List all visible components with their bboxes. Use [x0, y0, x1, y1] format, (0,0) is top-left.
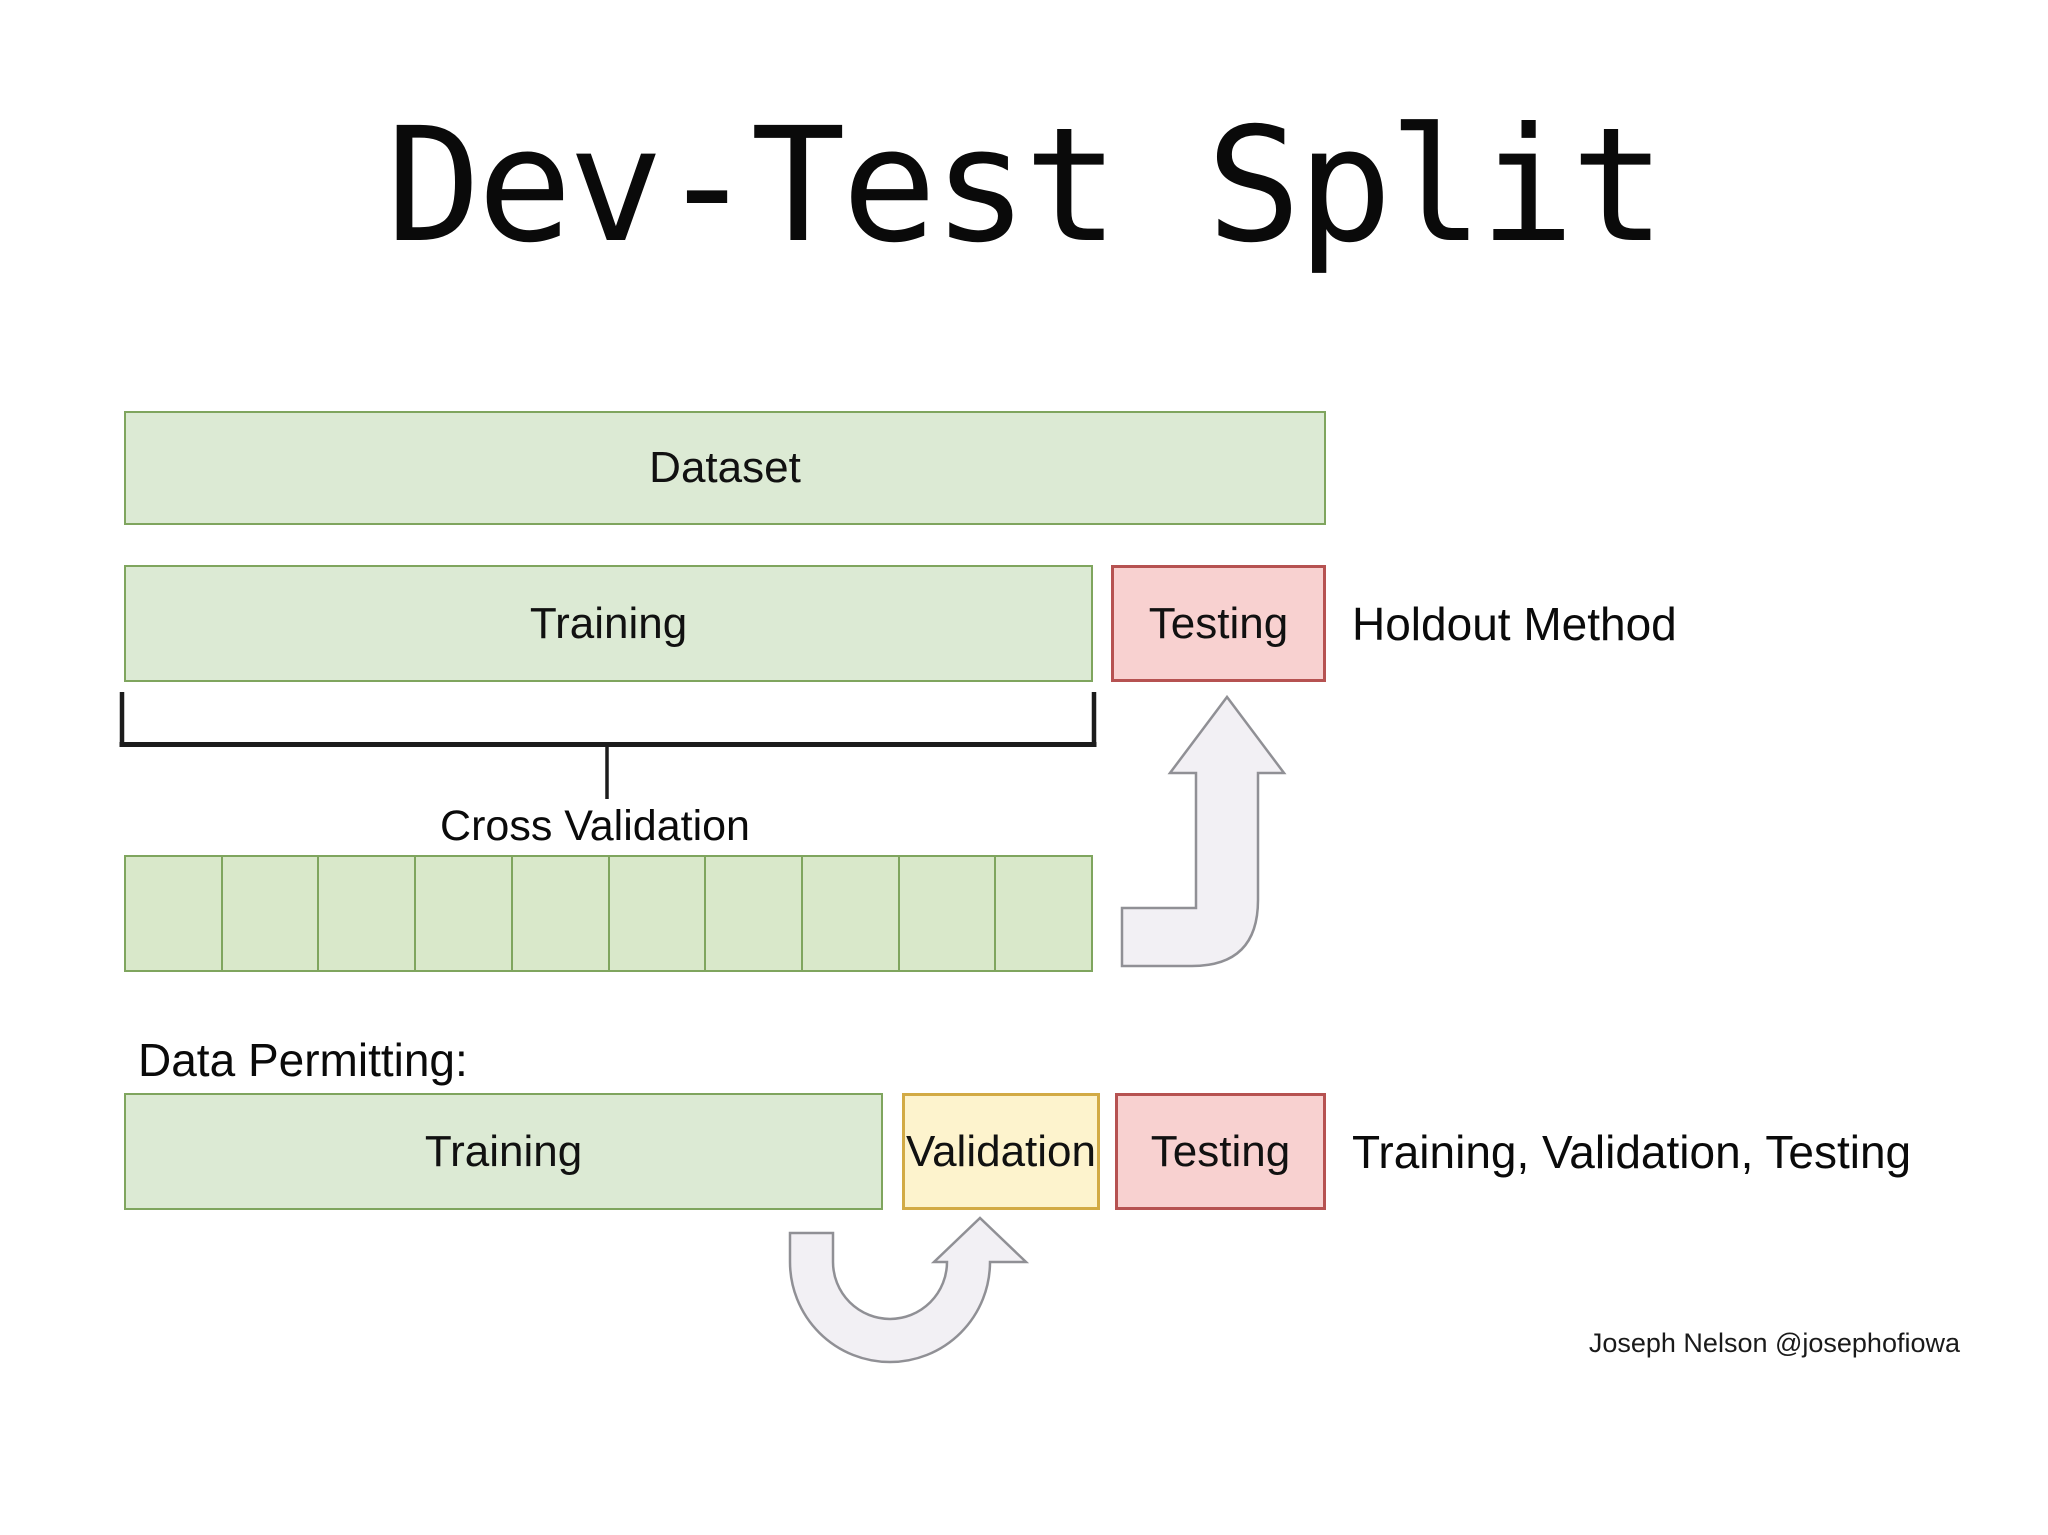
cross-validation-label: Cross Validation	[440, 802, 750, 850]
cv-fold-cell	[994, 857, 1091, 970]
data-permitting-heading: Data Permitting:	[138, 1034, 468, 1086]
holdout-training-label: Training	[529, 598, 688, 648]
holdout-testing-label: Testing	[1148, 598, 1289, 648]
cv-fold-cell	[704, 857, 801, 970]
dp-validation-label: Validation	[906, 1126, 1096, 1176]
attribution: Joseph Nelson @josephofiowa	[1588, 1328, 1960, 1358]
cv-fold-cell	[897, 857, 995, 970]
cv-fold-cell	[607, 857, 705, 970]
bent-up-arrow-icon	[1120, 694, 1287, 968]
dp-validation-box: Validation	[902, 1093, 1100, 1210]
dp-testing-label: Testing	[1150, 1126, 1291, 1176]
cv-folds	[124, 855, 1093, 972]
cross-validation-bracket	[119, 692, 1097, 799]
cv-fold-cell	[317, 857, 414, 970]
cv-fold-cell	[414, 857, 511, 970]
holdout-training-box: Training	[124, 565, 1093, 682]
cv-fold-cell	[510, 857, 608, 970]
dataset-box: Dataset	[124, 411, 1326, 525]
dp-method-label: Training, Validation, Testing	[1352, 1125, 1912, 1178]
page-title: Dev-Test Split	[386, 94, 1666, 278]
dp-training-label: Training	[424, 1126, 583, 1176]
dp-testing-box: Testing	[1115, 1093, 1326, 1210]
u-turn-up-arrow-icon	[788, 1216, 1030, 1364]
dataset-label: Dataset	[649, 443, 801, 492]
holdout-method-label: Holdout Method	[1352, 597, 1677, 650]
cv-fold-cell	[800, 857, 898, 970]
cv-fold-cell	[220, 857, 318, 970]
dp-training-box: Training	[124, 1093, 883, 1210]
holdout-testing-box: Testing	[1111, 565, 1326, 682]
cv-fold-cell	[126, 857, 221, 970]
